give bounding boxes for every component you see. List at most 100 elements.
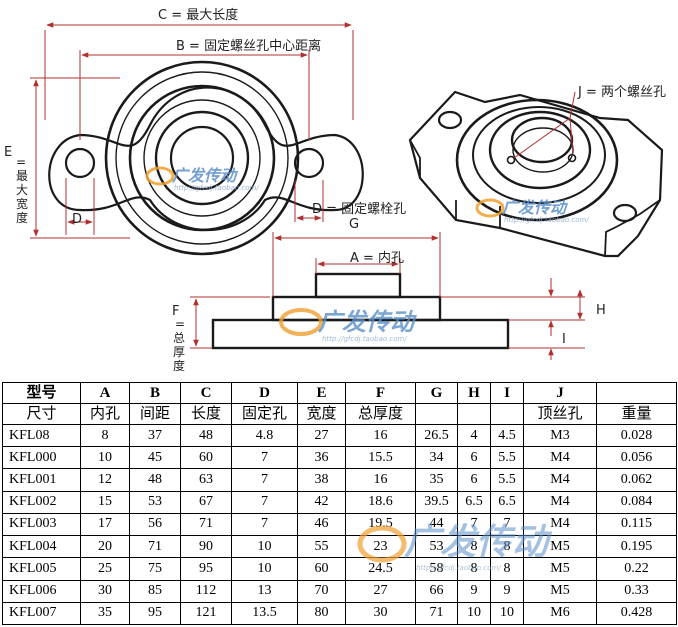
header-cell: 间距: [129, 403, 181, 425]
table-cell: 12: [80, 468, 130, 492]
table-cell: 34: [415, 446, 458, 470]
table-cell: 24.5: [345, 557, 416, 581]
table-cell: 55: [297, 535, 346, 559]
table-cell: 4: [457, 423, 491, 448]
table-cell: 46: [297, 512, 346, 537]
table-cell: 6: [457, 468, 491, 492]
table-cell: M6: [523, 601, 597, 626]
table-cell: 45: [129, 446, 181, 470]
table-cell: 35: [415, 468, 458, 492]
model-cell: KFL000: [2, 446, 81, 470]
table-cell: 5.5: [490, 468, 524, 492]
table-cell: 18.6: [345, 490, 416, 514]
table-cell: 26.5: [415, 423, 458, 448]
table-cell: 42: [297, 490, 346, 514]
table-cell: 20: [80, 535, 130, 559]
table-cell: 10: [231, 557, 298, 581]
header-cell: A: [80, 382, 130, 404]
table-cell: M5: [523, 557, 597, 581]
model-cell: KFL001: [2, 468, 81, 492]
header-cell: 尺寸: [2, 403, 81, 425]
header-cell: B: [129, 382, 181, 404]
iso-bolt-hole-right: [612, 203, 638, 223]
svg-text:度: 度: [16, 210, 28, 225]
table-cell: M3: [523, 423, 597, 448]
table-cell: 9: [457, 579, 491, 603]
table-cell: 15.5: [345, 446, 416, 470]
svg-text:总: 总: [173, 331, 185, 345]
model-cell: KFL007: [2, 601, 81, 626]
set-screw-hole-2: [567, 153, 577, 163]
header-cell: [457, 403, 491, 425]
header-cell: 固定孔: [231, 403, 298, 425]
table-cell: M4: [523, 468, 597, 492]
spec-table: 型号 A B C D E F G H I J 尺寸 内孔 间距 长度 固定孔 宽…: [2, 382, 677, 626]
table-cell: 35: [80, 601, 130, 626]
table-cell: 66: [415, 579, 458, 603]
label-h: H: [596, 303, 606, 318]
model-cell: KFL004: [2, 535, 81, 559]
table-cell: 0.084: [596, 490, 677, 514]
table-cell: 70: [297, 579, 346, 603]
housing-ring-3: [128, 84, 276, 232]
svg-text:http://gfcdj.taobao.com/: http://gfcdj.taobao.com/: [174, 184, 259, 192]
table-cell: 10: [231, 535, 298, 559]
top-view-dimensions: [30, 22, 354, 239]
table-cell: M4: [523, 446, 597, 470]
svg-text:广发传动: 广发传动: [318, 308, 417, 336]
iso-bearing: [488, 110, 592, 190]
table-cell: 23: [345, 535, 416, 559]
table-cell: 56: [129, 512, 181, 537]
top-view: [48, 60, 364, 256]
header-cell: I: [490, 382, 524, 404]
table-cell: 36: [297, 446, 346, 470]
table-cell: 95: [129, 601, 181, 626]
table-cell: 90: [180, 535, 232, 559]
iso-housing-inner: [472, 106, 606, 204]
j-leader: [513, 91, 576, 159]
table-cell: 121: [180, 601, 232, 626]
header-cell: 长度: [180, 403, 232, 425]
table-cell: 8: [490, 535, 524, 559]
label-j: J = 两个螺丝孔: [577, 85, 666, 100]
table-cell: 8: [490, 557, 524, 581]
svg-text:度: 度: [173, 358, 185, 373]
table-cell: 60: [297, 557, 346, 581]
table-cell: 8: [457, 535, 491, 559]
label-a: A = 内孔: [350, 250, 404, 266]
table-cell: 6.5: [457, 490, 491, 514]
table-cell: 17: [80, 512, 130, 537]
bearing-ring: [143, 99, 261, 217]
watermark-logo-3: 广发传动 http://gfcdj.taobao.com/: [279, 308, 417, 343]
label-c: C = 最大长度: [158, 7, 238, 23]
model-cell: KFL005: [2, 557, 81, 581]
header-cell: 型号: [2, 382, 81, 404]
housing-outer-ring: [104, 60, 300, 256]
table-cell: 30: [345, 601, 416, 626]
table-cell: 6.5: [490, 490, 524, 514]
svg-text:厚: 厚: [173, 345, 185, 359]
table-cell: 71: [129, 535, 181, 559]
header-cell: 内孔: [80, 403, 130, 425]
svg-text:=: =: [175, 317, 185, 331]
model-cell: KFL003: [2, 512, 81, 537]
table-cell: 7: [231, 446, 298, 470]
header-cell: [490, 403, 524, 425]
table-cell: 13.5: [231, 601, 298, 626]
bore: [169, 125, 235, 191]
header-cell: 重量: [596, 403, 677, 425]
header-row-letters: 型号 A B C D E F G H I J: [2, 382, 677, 404]
table-cell: 10: [457, 601, 491, 626]
label-i: I: [562, 332, 566, 347]
model-cell: KFL002: [2, 490, 81, 514]
table-cell: 6: [457, 446, 491, 470]
table-cell: 7: [457, 512, 491, 537]
svg-text:宽: 宽: [16, 196, 28, 211]
model-cell: KFL08: [2, 423, 81, 448]
table-cell: 112: [180, 579, 232, 603]
